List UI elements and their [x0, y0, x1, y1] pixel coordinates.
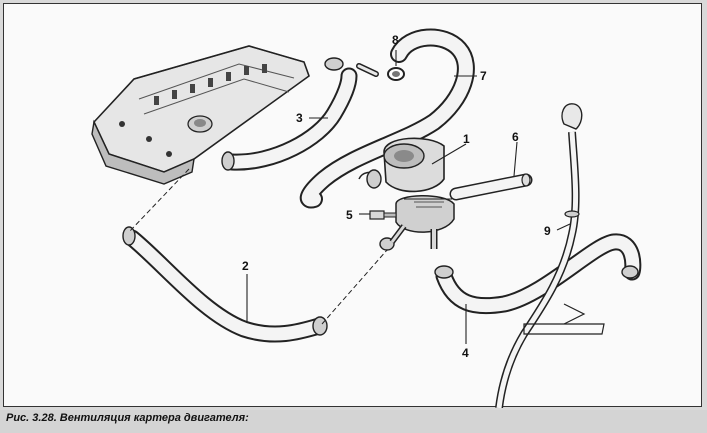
- callout-7: 7: [480, 69, 487, 83]
- caption-bar: [0, 410, 707, 433]
- callout-2: 2: [242, 259, 249, 273]
- hose-3: [221, 57, 358, 171]
- tube-6: [449, 173, 533, 201]
- oil-separator-valve-1: [379, 137, 455, 251]
- hose-7: [300, 28, 475, 209]
- callout-labels: 1 2 3 4 5 6 7 8 9: [242, 33, 551, 360]
- callout-4: 4: [462, 346, 469, 360]
- callout-9: 9: [544, 224, 551, 238]
- callout-3: 3: [296, 111, 303, 125]
- diagram-frame: 1 2 3 4 5 6 7 8 9: [3, 3, 702, 408]
- leader-lines: [246, 50, 571, 344]
- callout-8: 8: [392, 33, 399, 47]
- connection-lines: [128, 168, 388, 325]
- crankcase-ventilation-diagram: 1 2 3 4 5 6 7 8 9: [91, 28, 642, 408]
- clamp-8: [356, 63, 405, 81]
- callout-6: 6: [512, 130, 519, 144]
- callout-1: 1: [463, 132, 470, 146]
- hose-4: [434, 233, 642, 315]
- dipstick-tube-9: [495, 103, 605, 408]
- callout-5: 5: [346, 208, 353, 222]
- hose-2: [122, 226, 328, 343]
- bolt-5: [369, 210, 397, 220]
- valve-cover: [91, 45, 310, 185]
- figure-caption: Рис. 3.28. Вентиляция картера двигателя:: [6, 412, 249, 424]
